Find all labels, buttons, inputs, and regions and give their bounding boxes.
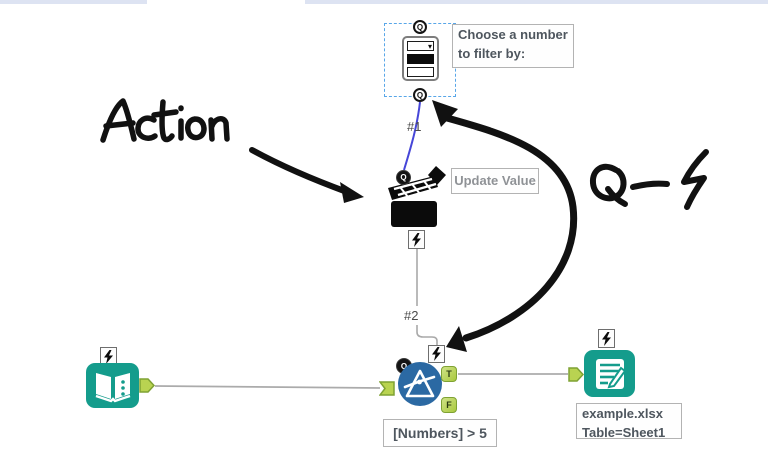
action-annotation-box[interactable]: Update Value [451,168,539,194]
toolbar-strip-left [0,0,147,4]
action-annotation-text: Update Value [454,172,536,188]
ink-word-q-bolt [589,149,709,210]
toolbar-strip-right [305,0,768,4]
dropdown-q-anchor-bottom[interactable]: Q [413,88,427,102]
clapper-flap [388,176,438,200]
ink-arrow-q-to-bolt [432,100,578,352]
document-pen-icon [595,358,626,389]
action-q-anchor[interactable]: Q [396,170,411,185]
wire-action-to-filter[interactable] [416,249,438,345]
filter-funnel-icon [403,369,436,398]
input-output-anchor[interactable] [139,378,155,393]
dropdown-tool-icon[interactable]: ▾ [402,36,439,81]
dropdown-selected-bar [407,54,434,64]
filter-annotation-text: [Numbers] > 5 [393,424,487,441]
filter-false-anchor[interactable]: F [441,397,457,413]
wire-input-to-filter[interactable] [154,385,381,389]
lightning-icon [412,232,421,247]
wire-label-2: #2 [404,308,419,323]
input-data-tool[interactable] [86,363,139,408]
open-book-icon [95,372,130,402]
dropdown-annotation-line1: Choose a number [458,27,568,42]
output-lightning-anchor[interactable] [598,329,615,348]
filter-true-anchor[interactable]: T [441,366,457,382]
clapper-body [391,201,437,227]
filter-lightning-anchor[interactable] [428,345,445,363]
output-data-tool[interactable] [584,350,635,397]
filter-input-anchor[interactable] [379,381,395,396]
output-annotation-line2: Table=Sheet1 [582,424,666,440]
ink-word-action [100,98,230,143]
input-lightning-anchor[interactable] [100,347,117,366]
ink-arrow-action [249,147,364,203]
clapper-diamond [428,166,446,185]
filter-tool[interactable] [398,362,442,406]
lightning-icon [104,349,113,364]
dropdown-option-bar [407,67,434,77]
output-annotation-box[interactable]: example.xlsx Table=Sheet1 [576,403,682,440]
lightning-icon [602,331,611,346]
dropdown-field: ▾ [407,41,434,51]
dropdown-annotation-box[interactable]: Choose a number to filter by: [452,24,574,68]
output-input-anchor[interactable] [568,367,584,382]
wire-q-dropdown-to-action[interactable] [403,101,421,171]
chevron-down-icon: ▾ [427,42,432,51]
action-tool-icon[interactable] [386,164,450,230]
filter-annotation-box[interactable]: [Numbers] > 5 [383,419,497,447]
dropdown-annotation-line2: to filter by: [458,45,526,61]
wire-label-1: #1 [407,119,422,134]
action-lightning-anchor[interactable] [408,230,425,249]
output-annotation-line1: example.xlsx [582,406,663,421]
lightning-icon [432,347,441,361]
dropdown-q-anchor-top[interactable]: Q [413,20,427,34]
